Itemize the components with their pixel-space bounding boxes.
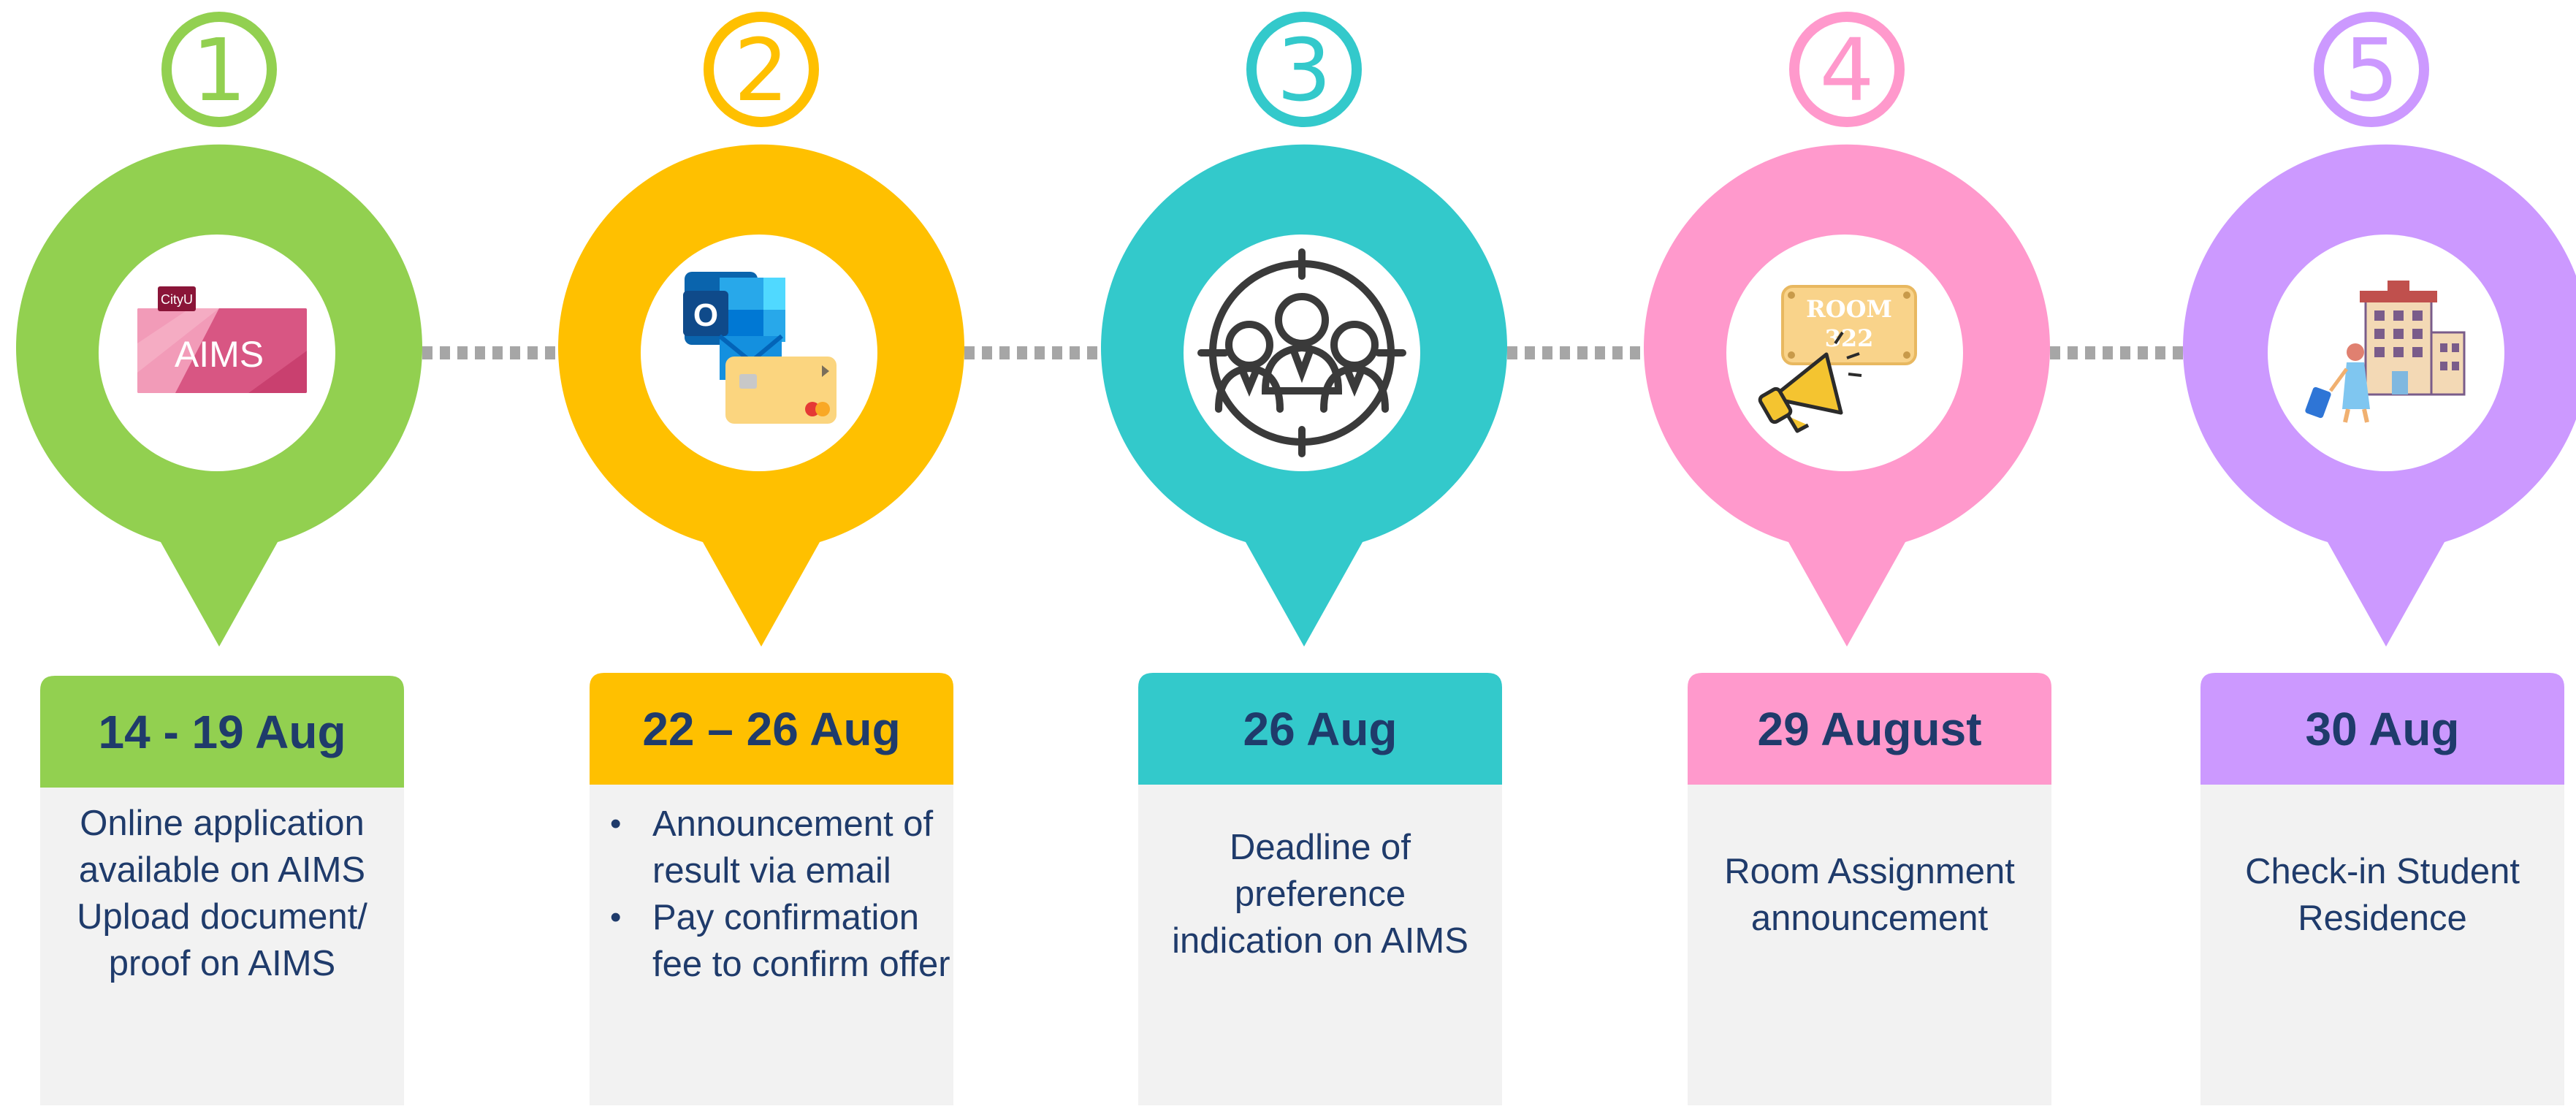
step-5: 5 30 Aug — [2183, 12, 2576, 1109]
step-4-number: 4 — [1819, 20, 1874, 121]
step-3: 3 26 Aug — [1101, 12, 1507, 1109]
cityu-badge-text: CityU — [161, 292, 193, 307]
people-target-icon — [1197, 248, 1406, 457]
step-2-bullet-line: Announcement of — [652, 804, 934, 844]
step-3-number-ring — [1246, 12, 1362, 127]
step-5-number-ring — [2314, 12, 2429, 127]
step-1-desc-line: Online application — [80, 804, 365, 843]
room-sign-line-1: ROOM — [1806, 295, 1892, 323]
room-sign-line-2: 322 — [1825, 324, 1874, 352]
step-5-description: Check-in Student Residence — [2200, 785, 2564, 1005]
step-4-desc-line: Room Assignment — [1724, 852, 2015, 891]
step-2-number-ring — [704, 12, 819, 127]
step-2-description: Announcement of result via email Pay con… — [590, 785, 953, 1004]
step-3-description: Deadline of preference indication on AIM… — [1138, 785, 1502, 1004]
step-5-date: 30 Aug — [2306, 703, 2460, 755]
step-2-bullet-line: result via email — [652, 851, 891, 891]
step-2-bullet-line: fee to confirm offer — [652, 945, 950, 984]
svg-text:O: O — [693, 297, 718, 333]
step-3-desc-card — [1138, 785, 1502, 1109]
traveler-hotel-icon — [2305, 281, 2466, 423]
step-1-number-ring — [161, 12, 277, 127]
room-sign-megaphone-icon: ROOM 322 — [1758, 285, 1917, 433]
step-1: 1 AIMS CityU 14 - 19 Aug — [15, 12, 422, 1109]
step-2-date: 22 – 26 Aug — [642, 703, 900, 755]
step-1-desc-line: proof on AIMS — [108, 944, 336, 983]
aims-logo-text: AIMS — [175, 334, 264, 375]
step-3-desc-line: indication on AIMS — [1172, 921, 1468, 961]
step-3-desc-line: Deadline of — [1230, 828, 1411, 867]
step-3-date: 26 Aug — [1243, 703, 1398, 755]
step-3-date-header — [1138, 673, 1502, 785]
step-1-description: Online application available on AIMS Upl… — [40, 788, 404, 999]
step-1-desc-line: available on AIMS — [78, 850, 366, 890]
cityu-badge — [158, 286, 196, 311]
step-3-desc-line: preference — [1234, 874, 1406, 914]
step-3-pin-hole — [1184, 235, 1420, 471]
step-1-number: 1 — [191, 20, 246, 121]
step-4-description: Room Assignment announcement — [1688, 785, 2051, 1005]
step-5-desc-line: Check-in Student — [2245, 852, 2520, 891]
step-1-desc-card — [40, 788, 404, 1109]
step-4-number-ring — [1789, 12, 1905, 127]
step-2-bullet-item: Pay confirmation fee to confirm offer — [610, 894, 950, 988]
step-4-desc-card — [1688, 785, 2051, 1109]
step-5-number: 5 — [2344, 20, 2398, 121]
step-2-date-header — [590, 673, 953, 785]
step-4-desc-line: announcement — [1750, 899, 1989, 938]
step-2-number: 2 — [733, 20, 788, 121]
step-2-bullet-line: Pay confirmation — [652, 898, 919, 937]
outlook-email-and-credit-card-icon: O — [683, 272, 837, 424]
aims-logo-icon: AIMS CityU — [137, 286, 307, 393]
step-1-date-header — [40, 676, 404, 788]
step-4-date-header — [1688, 673, 2051, 785]
step-5-date-header — [2200, 673, 2564, 785]
step-3-number: 3 — [1276, 20, 1331, 121]
step-4: 4 ROOM 322 29 August — [1644, 12, 2051, 1109]
step-1-date: 14 - 19 Aug — [98, 706, 346, 758]
step-2-bullet-list: Announcement of result via email Pay con… — [590, 801, 950, 988]
step-1-desc-line: Upload document/ — [77, 897, 367, 937]
step-5-desc-line: Residence — [2298, 899, 2467, 938]
step-4-date: 29 August — [1758, 703, 1982, 755]
step-5-desc-card — [2200, 785, 2564, 1109]
step-2-bullet-item: Announcement of result via email — [610, 801, 950, 894]
